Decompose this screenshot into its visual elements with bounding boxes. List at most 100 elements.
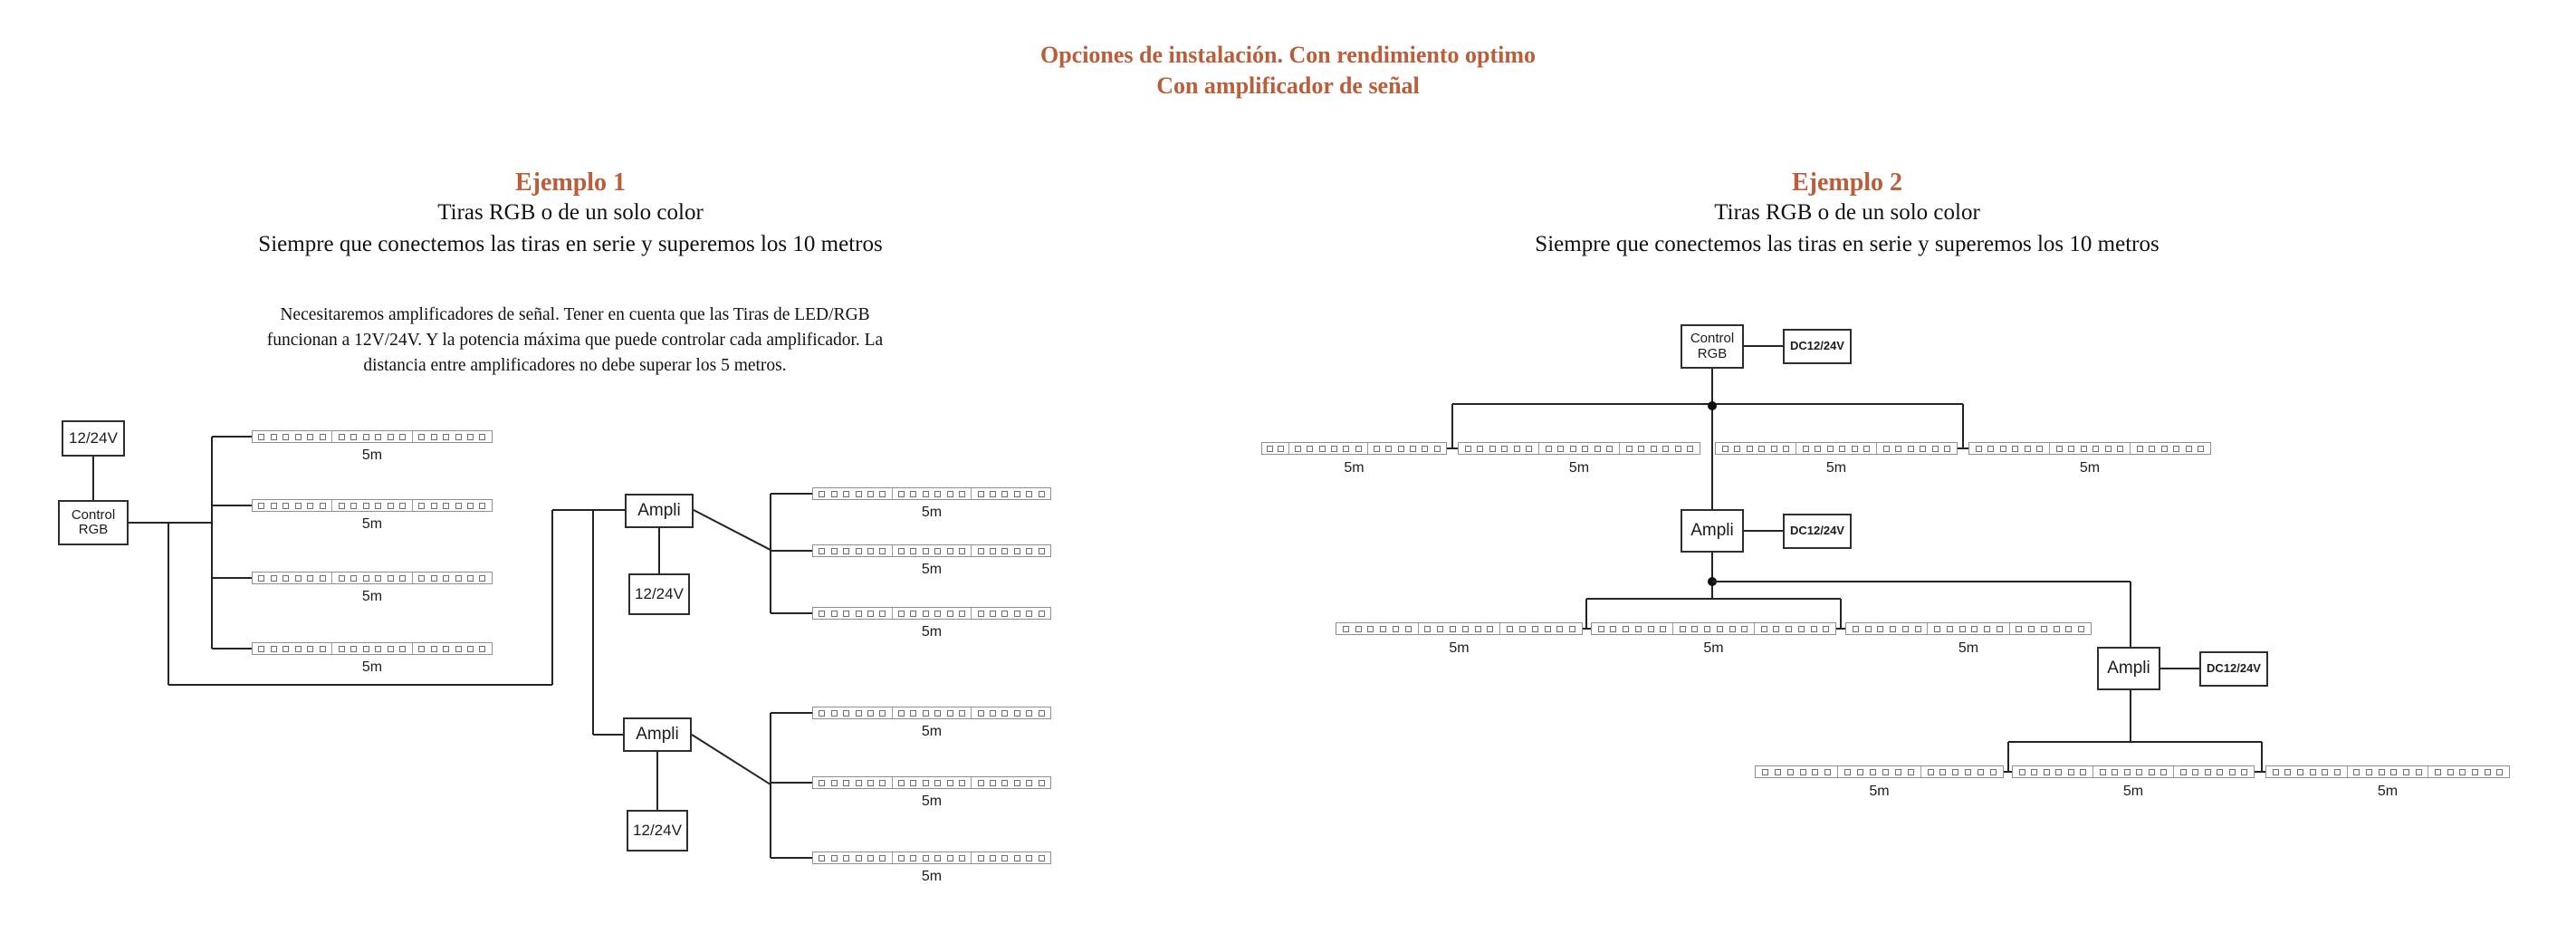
led-pad [1877, 625, 1884, 632]
e2-controller-box: Control RGB [1681, 324, 1744, 369]
led-pad [990, 547, 997, 554]
led-pad [1650, 445, 1657, 452]
led-pad [2036, 445, 2044, 452]
led-strip-segment [331, 431, 411, 442]
led-strip-segment [331, 500, 411, 511]
led-pad [1380, 625, 1387, 632]
led-strip-segment [1927, 623, 2008, 634]
led-pad [2185, 445, 2192, 452]
led-pad [1729, 625, 1736, 632]
led-pad [1647, 625, 1654, 632]
led-pad [1507, 625, 1514, 632]
led-strip-segment [891, 608, 972, 619]
example1-heading: Ejemplo 1 [514, 168, 627, 197]
led-strip-segment [971, 488, 1050, 499]
led-pad [1038, 779, 1045, 786]
led-pad [843, 610, 850, 617]
led-pad [1741, 625, 1748, 632]
led-pad [2241, 768, 2248, 775]
led-pad [1851, 445, 1858, 452]
led-pad [1760, 625, 1767, 632]
led-pad [294, 574, 302, 582]
led-pad [2378, 768, 2385, 775]
led-pad [1721, 445, 1729, 452]
led-strip-segment [1716, 443, 1796, 454]
led-strip-segment [1796, 443, 1876, 454]
led-strip-segment [813, 852, 892, 863]
led-pad [2080, 768, 2087, 775]
led-pad [2284, 768, 2292, 775]
led-pad [2296, 768, 2303, 775]
led-pad [1890, 625, 1896, 632]
led-pad [879, 547, 886, 554]
led-pad [855, 709, 862, 717]
led-pad [443, 502, 450, 509]
led-pad [2365, 768, 2372, 775]
led-pad [898, 610, 905, 617]
led-pad [1863, 445, 1871, 452]
led-pad [879, 490, 886, 497]
led-pad [479, 574, 486, 582]
led-pad [1557, 445, 1565, 452]
e2-dc-psu1-box: DC12/24V [1783, 329, 1852, 364]
led-pad [977, 490, 984, 497]
led-strip-segment [1756, 766, 1837, 777]
strip-length-label: 5m [921, 624, 943, 640]
led-pad [1674, 445, 1681, 452]
led-pad [1927, 768, 1934, 775]
led-strip-segment [1288, 443, 1367, 454]
led-pad [1518, 625, 1526, 632]
led-pad [1355, 625, 1362, 632]
strip-length-label: 5m [2122, 784, 2144, 799]
example1-subtitle2: Siempre que conectemos las tiras en seri… [258, 232, 883, 256]
led-pad [1266, 445, 1273, 452]
strip-joint-connector [2004, 771, 2012, 773]
led-pad [2065, 625, 2073, 632]
led-pad [350, 502, 358, 509]
led-pad [819, 547, 826, 554]
led-pad [2123, 768, 2131, 775]
led-pad [1996, 625, 2003, 632]
led-strip-segment [2346, 766, 2428, 777]
e1-stub-c2 [771, 782, 812, 784]
led-pad [270, 433, 277, 440]
led-strip-segment [1969, 443, 2049, 454]
led-strip-segment [411, 431, 492, 442]
led-pad [1975, 445, 1982, 452]
led-pad [1397, 445, 1404, 452]
led-pad [910, 610, 917, 617]
strip-length-label: 5m [1344, 460, 1365, 476]
led-pad [2353, 768, 2361, 775]
e2-bus-row1-drop-left [1451, 404, 1453, 448]
example1-note-line1: Necesitaremos amplificadores de señal. T… [280, 305, 870, 324]
led-pad [1660, 625, 1667, 632]
led-pad [1001, 610, 1009, 617]
led-pad [830, 709, 838, 717]
led-pad [479, 433, 486, 440]
led-pad [1815, 445, 1822, 452]
e2-amplifier2-box: Ampli [2097, 647, 2160, 690]
led-pad [1907, 768, 1914, 775]
led-pad [455, 502, 462, 509]
led-pad [319, 502, 326, 509]
led-pad [1946, 625, 1953, 632]
led-pad [855, 490, 862, 497]
led-pad [958, 854, 965, 861]
led-pad [1786, 625, 1793, 632]
led-pad [879, 854, 886, 861]
strip-length-label: 5m [921, 794, 943, 809]
led-pad [977, 610, 984, 617]
led-pad [977, 854, 984, 861]
e2-controller-label1: Control [1690, 331, 1735, 346]
led-strip-segment [253, 573, 331, 583]
led-pad [430, 645, 437, 652]
led-pad [1999, 445, 2006, 452]
led-pad [1679, 625, 1686, 632]
led-pad [1013, 490, 1020, 497]
led-pad [934, 854, 942, 861]
e1-stub-strip2 [212, 505, 252, 506]
led-pad [2435, 768, 2441, 775]
led-pad [867, 709, 874, 717]
e2-wire-controller-down [1711, 369, 1713, 509]
strip-joint-connector [1836, 628, 1845, 630]
